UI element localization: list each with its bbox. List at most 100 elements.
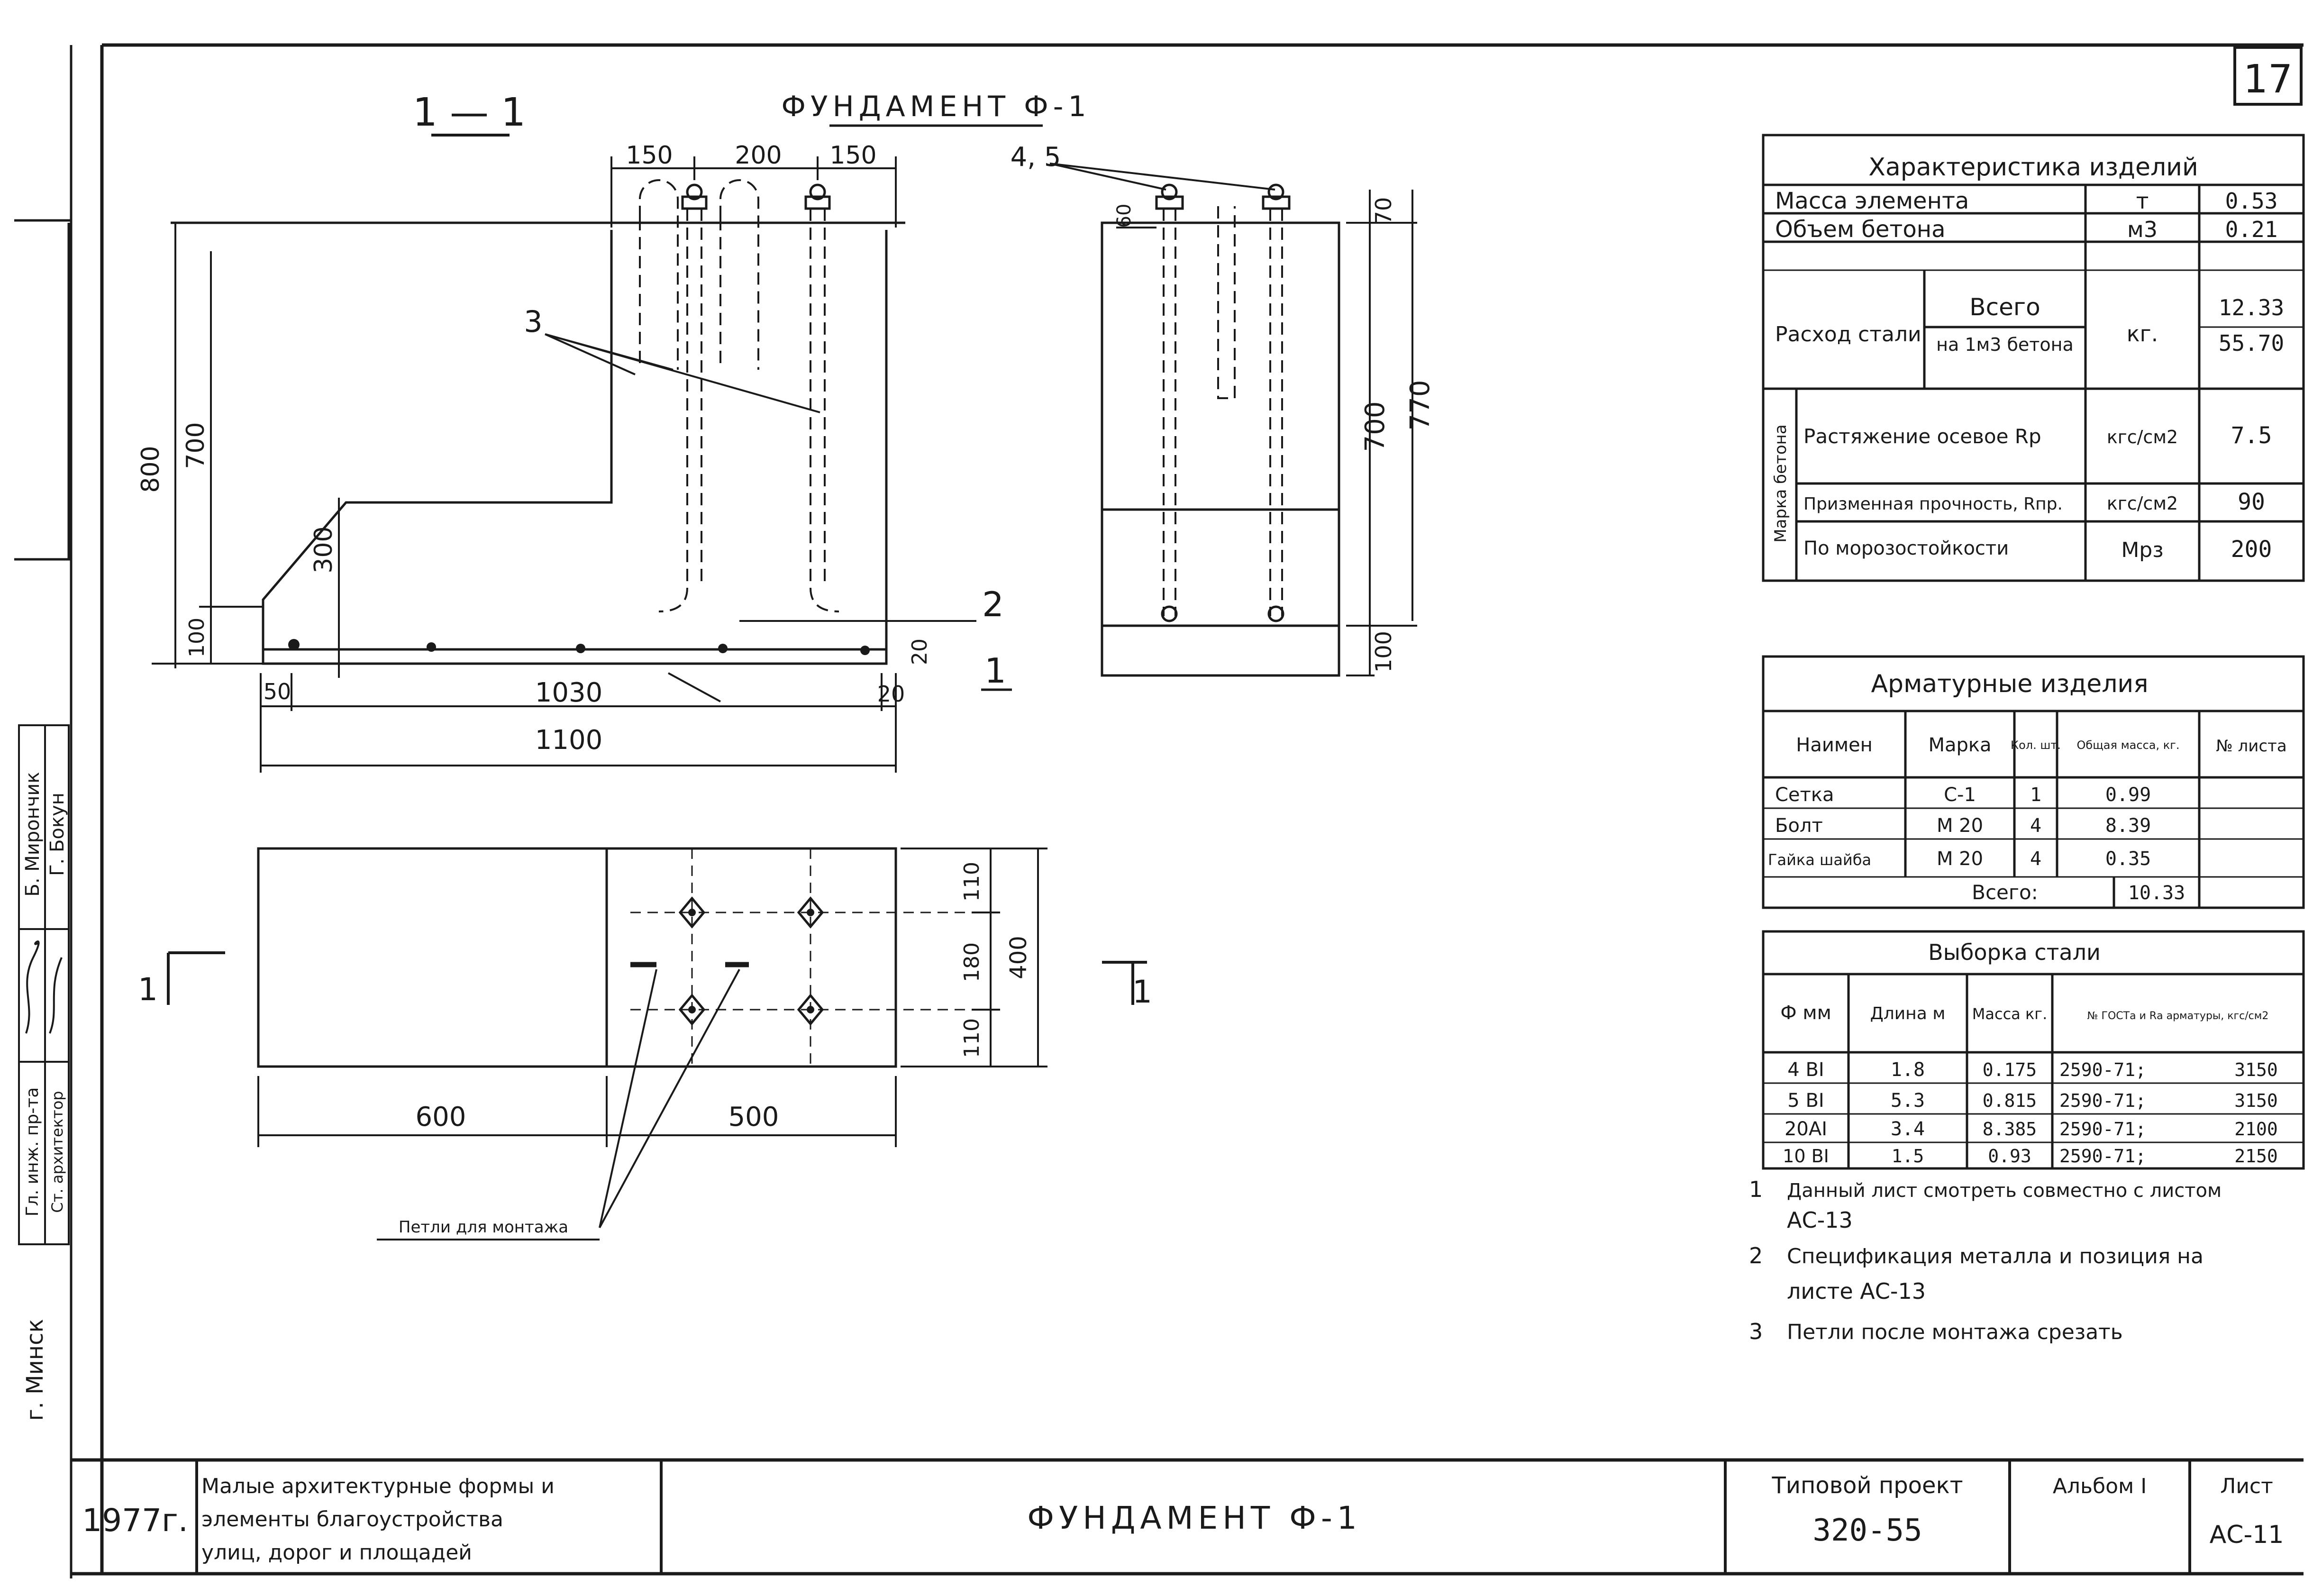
steel-selection-table: Выборка стали Ф мм Длина м Масса кг. № Г… — [1762, 930, 2305, 1170]
note-1-number: 1 — [1749, 1176, 1763, 1202]
steel-row-diameter: 4 ВI — [1787, 1059, 1824, 1081]
rebar-header-qty: Кол. шт. — [2011, 739, 2061, 752]
rebar-row-1: Сетка С-1 1 0.99 — [1775, 784, 2151, 806]
plan-dim-110-top: 110 — [960, 862, 984, 902]
left-margin-lines — [14, 45, 73, 1578]
rebar-row-mass: 0.35 — [2105, 848, 2151, 870]
signature — [25, 940, 63, 1034]
rebar-header-mass: Общая масса, кг. — [2077, 739, 2180, 752]
plan-dim-600: 600 — [416, 1102, 466, 1132]
note-1-continued: АС-13 — [1787, 1207, 1853, 1233]
side-dim-60: 60 — [1113, 204, 1135, 228]
steel-row-diameter: 5 ВI — [1787, 1090, 1824, 1112]
section-view: 150 200 150 800 700 300 100 50 1030 20 1… — [137, 141, 1012, 773]
loops-for-mounting-label: Петли для монтажа — [399, 1218, 568, 1237]
note-2-text: Спецификация металла и позиция на — [1787, 1244, 2204, 1268]
rebar-row-qty: 4 — [2030, 848, 2041, 870]
steel-header-gost: № ГОСТа и Rа арматуры, кгс/см2 — [2087, 1010, 2269, 1022]
album-title-line-3: улиц, дорог и площадей — [201, 1541, 472, 1565]
volume-label: Объем бетона — [1775, 216, 1946, 243]
concrete-grade-label: Марка бетона — [1771, 424, 1790, 543]
steel-row-gost: 2590-71; — [2059, 1119, 2146, 1140]
sheet-code: АС-11 — [2210, 1521, 2284, 1549]
leader-3: 3 — [524, 304, 542, 339]
rebar-row-name: Болт — [1775, 815, 1823, 837]
volume-value: 0.21 — [2225, 217, 2278, 242]
side-dim-70: 70 — [1371, 197, 1396, 225]
frost-unit: Мрз — [2121, 538, 2163, 562]
steel-row-length: 5.3 — [1891, 1090, 1925, 1112]
note-2-continued: листе АС-13 — [1787, 1278, 1926, 1304]
dim-bottom-20: 20 — [877, 681, 905, 707]
steel-total-value: 12.33 — [2219, 295, 2284, 320]
mass-unit: т — [2136, 188, 2149, 214]
steel-row-4: 10 ВI 1.5 0.93 2590-71; 2150 — [1783, 1146, 2278, 1167]
rebar-row-qty: 1 — [2030, 784, 2041, 806]
steel-selection-title: Выборка стали — [1928, 939, 2101, 965]
steel-row-length: 3.4 — [1891, 1118, 1925, 1140]
dim-top-150-left: 150 — [626, 141, 673, 170]
cut-mark-left: 1 — [138, 971, 158, 1008]
plan-dim-180: 180 — [960, 942, 984, 982]
plan-view: 110 180 110 400 600 500 Петли для монтаж… — [138, 847, 1152, 1240]
mass-label: Масса элемента — [1775, 188, 1969, 214]
note-3-number: 3 — [1749, 1319, 1763, 1344]
name-bokun: Г. Бокун — [46, 793, 68, 876]
mass-value: 0.53 — [2225, 188, 2278, 214]
rebar-row-name: Гайка шайба — [1768, 851, 1871, 869]
steel-row-3: 20АI 3.4 8.385 2590-71; 2100 — [1785, 1118, 2278, 1140]
side-dim-700: 700 — [1360, 401, 1391, 452]
frost-label: По морозостойкости — [1803, 538, 2009, 559]
side-dim-100: 100 — [1371, 631, 1396, 673]
mesh-bars — [288, 639, 870, 655]
frost-value: 200 — [2231, 536, 2272, 563]
prism-strength-label: Призменная прочность, Rпр. — [1803, 494, 2063, 514]
tension-unit: кгс/см2 — [2107, 427, 2178, 447]
steel-per-m3-label: на 1м3 бетона — [1936, 334, 2074, 355]
dim-bottom-1100: 1100 — [535, 725, 603, 756]
steel-row-ra: 3150 — [2234, 1059, 2278, 1080]
steel-consumption-label: Расход стали — [1775, 322, 1921, 347]
prism-strength-value: 90 — [2238, 489, 2265, 515]
role-chief-engineer: Гл. инж. пр-та — [23, 1087, 42, 1217]
note-3-text: Петли после монтажа срезать — [1787, 1320, 2123, 1344]
city-label: г. Минск — [22, 1319, 48, 1421]
rebar-header-mark: Марка — [1928, 734, 1991, 756]
dim-top-200: 200 — [735, 141, 782, 170]
tension-label: Растяжение осевое Rр — [1803, 425, 2041, 448]
album-title-line-2: элементы благоустройства — [201, 1507, 503, 1532]
steel-row-mass: 0.93 — [1988, 1146, 2031, 1167]
side-view: 4, 5 60 70 700 770 100 — [1011, 142, 1436, 677]
project-label: Типовой проект — [1771, 1472, 1963, 1499]
characteristics-title: Характеристика изделий — [1868, 153, 2198, 182]
project-number: 320-55 — [1812, 1513, 1922, 1548]
rebar-row-mark: М 20 — [1937, 815, 1983, 837]
drawing-title: ФУНДАМЕНТ Ф-1 — [1027, 1500, 1362, 1536]
steel-row-gost: 2590-71; — [2059, 1146, 2146, 1167]
steel-row-mass: 0.175 — [1983, 1059, 2037, 1080]
prism-strength-unit: кгс/см2 — [2107, 493, 2178, 514]
loops-and-bolts — [639, 179, 839, 612]
rebar-row-mark: М 20 — [1937, 848, 1983, 870]
dim-bottom-1030: 1030 — [535, 677, 603, 708]
album-number: Альбом I — [2053, 1474, 2147, 1498]
steel-row-ra: 3150 — [2234, 1090, 2278, 1111]
rebar-row-2: Болт М 20 4 8.39 — [1775, 815, 2151, 837]
steel-header-mass: Масса кг. — [1972, 1005, 2048, 1023]
rebar-row-qty: 4 — [2030, 815, 2041, 837]
steel-row-length: 1.8 — [1891, 1059, 1925, 1081]
steel-row-diameter: 20АI — [1785, 1118, 1827, 1140]
section-label: 1 — 1 — [413, 90, 526, 135]
sheet-number: 17 — [2243, 57, 2293, 102]
dim-left-100: 100 — [185, 618, 209, 657]
steel-row-gost: 2590-71; — [2059, 1059, 2146, 1080]
steel-row-mass: 8.385 — [1983, 1119, 2037, 1140]
rebar-row-mass: 8.39 — [2105, 815, 2151, 837]
section-title: ФУНДАМЕНТ Ф-1 — [781, 90, 1091, 123]
bolt-plan-marks — [678, 896, 824, 1026]
rebar-products-table: Арматурные изделия Наимен Марка Кол. шт.… — [1762, 655, 2305, 909]
dim-right-20: 20 — [908, 638, 932, 665]
dim-left-700: 700 — [182, 422, 210, 469]
volume-unit: м3 — [2127, 217, 2158, 242]
rebar-products-title: Арматурные изделия — [1871, 670, 2148, 698]
